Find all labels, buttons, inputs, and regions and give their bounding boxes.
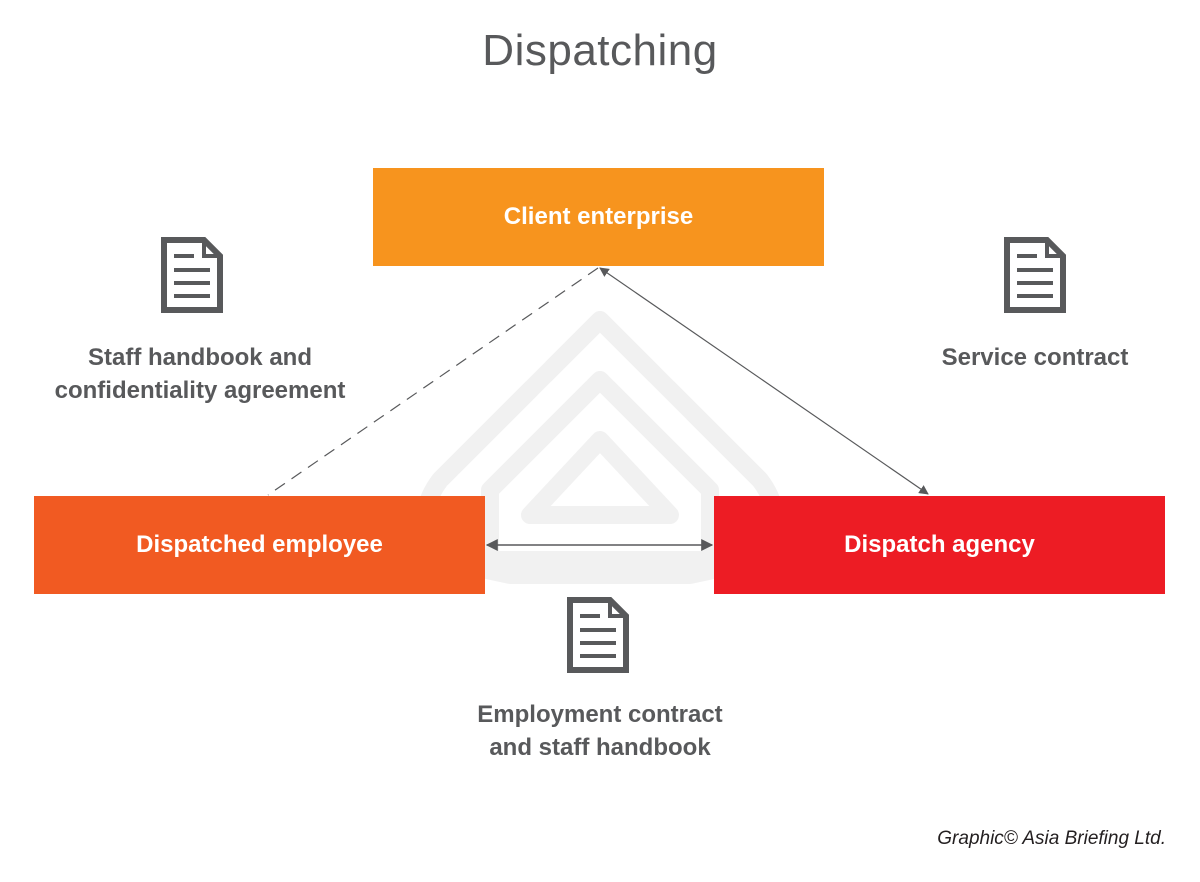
node-client-enterprise: Client enterprise [373, 168, 824, 266]
label-line: Employment contract [477, 701, 723, 728]
node-label: Dispatched employee [136, 531, 383, 558]
document-icon [1004, 237, 1066, 313]
label-line: confidentiality agreement [54, 377, 346, 404]
document-label-staff-handbook: Staff handbook and confidentiality agree… [20, 341, 380, 407]
label-line: and staff handbook [489, 734, 711, 761]
document-icon [567, 597, 629, 673]
document-icon [161, 237, 223, 313]
label-line: Staff handbook and [88, 344, 312, 371]
node-dispatch-agency: Dispatch agency [714, 496, 1165, 594]
relation-client-employee [267, 267, 599, 496]
relation-client-agency [599, 267, 929, 495]
credit-text: Graphic© Asia Briefing Ltd. [937, 828, 1166, 849]
document-label-service-contract: Service contract [900, 341, 1170, 374]
document-label-employment-contract: Employment contract and staff handbook [420, 698, 780, 764]
node-label: Dispatch agency [844, 531, 1035, 558]
node-dispatched-employee: Dispatched employee [34, 496, 485, 594]
node-label: Client enterprise [503, 203, 694, 230]
diagram-title: Dispatching [482, 26, 718, 75]
label-line: Service contract [941, 344, 1129, 371]
